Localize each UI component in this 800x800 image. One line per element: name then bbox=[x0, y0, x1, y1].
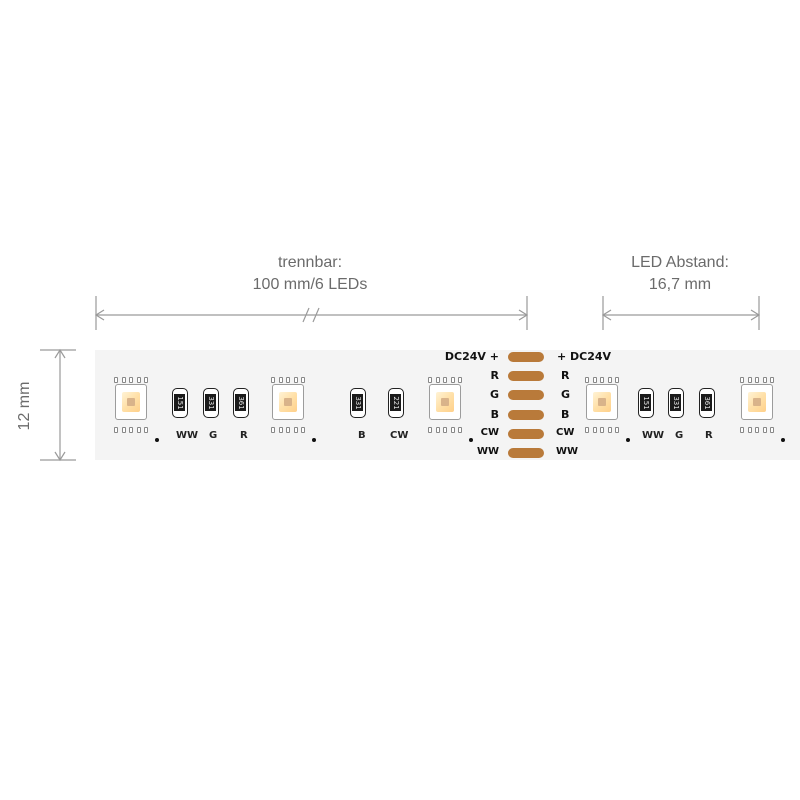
cut-length-label: trennbar: 100 mm/6 LEDs bbox=[230, 252, 390, 296]
cut-value: 100 mm/6 LEDs bbox=[252, 276, 368, 293]
resistor-7: 331 bbox=[668, 388, 684, 418]
pad-label-right-g: G bbox=[561, 388, 571, 401]
channel-label-4: B bbox=[358, 430, 366, 441]
solder-pad-5 bbox=[508, 429, 544, 439]
spacing-value: 16,7 mm bbox=[648, 276, 712, 293]
cut-title: trennbar: bbox=[277, 254, 343, 271]
resistor-4: 331 bbox=[350, 388, 366, 418]
resistor-2: 331 bbox=[203, 388, 219, 418]
channel-label-1: WW bbox=[176, 430, 199, 441]
resistor-3: 361 bbox=[233, 388, 249, 418]
pad-label-right-cw: CW bbox=[556, 427, 575, 438]
pad-label-left-cw: CW bbox=[480, 427, 499, 438]
resistor-1: 151 bbox=[172, 388, 188, 418]
spacing-title: LED Abstand: bbox=[631, 254, 729, 271]
solder-pad-2 bbox=[508, 371, 544, 381]
channel-label-3: R bbox=[240, 430, 248, 441]
resistor-8: 361 bbox=[699, 388, 715, 418]
channel-label-6: WW bbox=[642, 430, 665, 441]
solder-pad-6 bbox=[508, 448, 544, 458]
pad-label-right-b: B bbox=[561, 408, 570, 421]
pad-label-left-ww: WW bbox=[476, 446, 499, 457]
channel-label-5: CW bbox=[390, 430, 409, 441]
pad-label-left-g: G bbox=[489, 388, 499, 401]
pad-label-left-b: B bbox=[490, 408, 499, 421]
solder-pad-4 bbox=[508, 410, 544, 420]
resistor-5: 221 bbox=[388, 388, 404, 418]
pad-label-left-r: R bbox=[490, 369, 499, 382]
channel-label-7: G bbox=[675, 430, 684, 441]
resistor-6: 151 bbox=[638, 388, 654, 418]
height-label: 12 mm bbox=[16, 381, 33, 431]
channel-label-8: R bbox=[705, 430, 713, 441]
solder-pad-1 bbox=[508, 352, 544, 362]
channel-label-2: G bbox=[209, 430, 218, 441]
pad-label-right-dc24v: + DC24V bbox=[557, 350, 612, 363]
pad-label-left-dc24v: DC24V + bbox=[444, 350, 499, 363]
solder-pad-3 bbox=[508, 390, 544, 400]
led-spacing-label: LED Abstand: 16,7 mm bbox=[600, 252, 760, 296]
pad-label-right-r: R bbox=[561, 369, 570, 382]
pad-label-right-ww: WW bbox=[556, 446, 579, 457]
break-mark bbox=[302, 307, 310, 323]
